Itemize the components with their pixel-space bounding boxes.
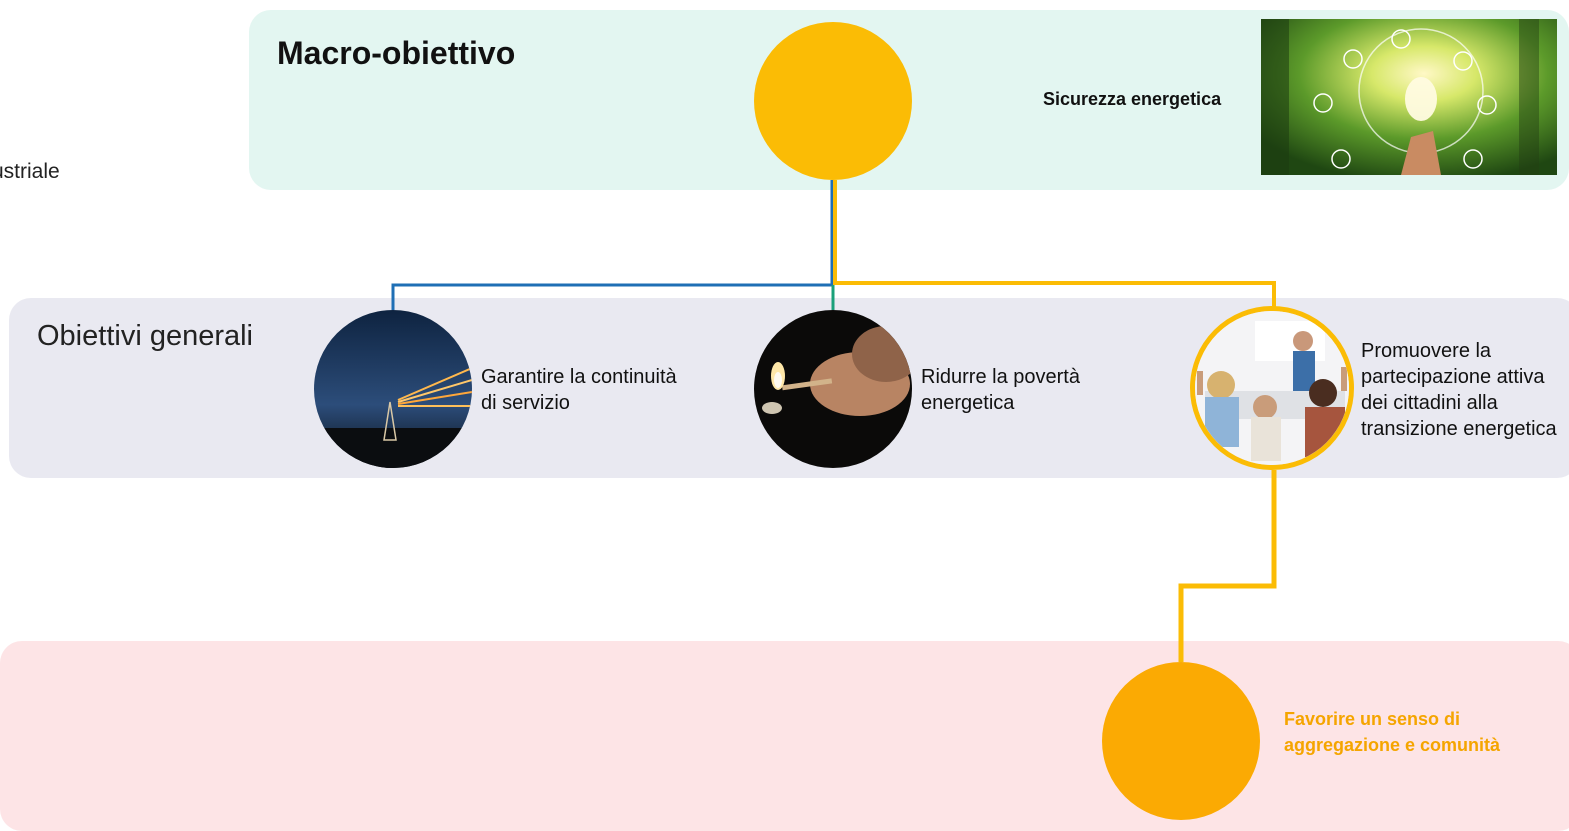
objective-1-label: Garantire la continuità di servizio [481,364,677,416]
power-lines-photo [314,310,472,468]
objective-3-line-2: partecipazione attiva [1361,366,1545,388]
objective-3-label: Promuovere la partecipazione attiva dei … [1361,338,1557,442]
classroom-photo [1190,306,1354,470]
macro-circle [754,22,912,180]
lit-match-photo [754,310,912,468]
specific-panel [0,641,1569,831]
specific-line-1: Favorire un senso di [1284,709,1461,729]
specific-line-2: aggregazione e comunità [1284,735,1501,755]
objective-1-line-1: Garantire la continuità [481,366,677,388]
objective-3-line-4: transizione energetica [1361,418,1557,440]
objective-3-line-3: dei cittadini alla [1361,392,1498,414]
connector-blue [391,180,834,310]
general-title: Obiettivi generali [37,320,253,352]
objective-1-line-2: di servizio [481,392,570,414]
connector-yellow-bottom [1178,470,1277,662]
objective-2-line-2: energetica [921,392,1015,414]
objective-2-line-1: Ridurre la povertà [921,366,1080,388]
specific-circle [1102,662,1260,820]
objective-3-line-1: Promuovere la [1361,340,1492,362]
objective-2-label: Ridurre la povertà energetica [921,364,1080,416]
specific-label: Favorire un senso di aggregazione e comu… [1284,706,1500,758]
green-energy-lightbulb-photo [1261,19,1557,175]
macro-title: Macro-obiettivo [277,35,516,71]
connector-yellow-top [833,180,1276,310]
macro-label: Sicurezza energetica [1043,89,1222,109]
clipped-text: ustriale [0,160,60,183]
